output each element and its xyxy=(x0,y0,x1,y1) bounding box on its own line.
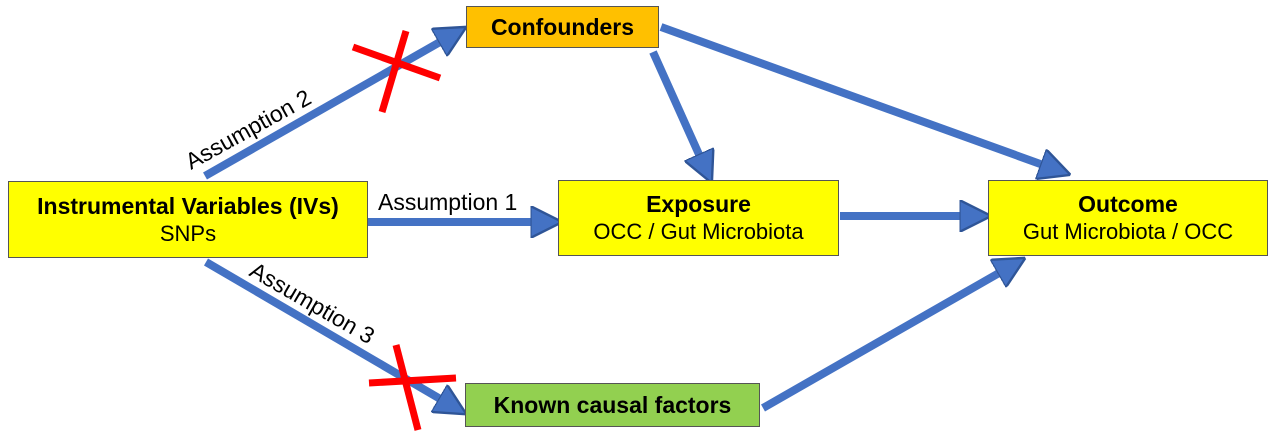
assumption-3-label: Assumption 3 xyxy=(246,257,380,349)
arrow-confounders-to-outcome xyxy=(659,23,1057,170)
node-instrumental-variables: Instrumental Variables (IVs) SNPs xyxy=(8,181,368,258)
node-exposure-subtitle: OCC / Gut Microbiota xyxy=(593,219,804,244)
node-outcome-subtitle: Gut Microbiota / OCC xyxy=(1022,219,1234,244)
violation-cross-assumption3 xyxy=(368,344,457,431)
assumption-2-label: Assumption 2 xyxy=(181,84,315,174)
arrow-confounders-to-exposure xyxy=(649,50,706,170)
node-outcome: Outcome Gut Microbiota / OCC xyxy=(988,180,1268,256)
node-confounders-title: Confounders xyxy=(490,14,635,40)
node-outcome-title: Outcome xyxy=(1078,191,1178,217)
node-known-causal-factors: Known causal factors xyxy=(465,383,760,427)
node-exposure-title: Exposure xyxy=(646,191,751,217)
arrow-iv-to-known xyxy=(203,258,454,407)
assumption-1-label: Assumption 1 xyxy=(378,189,517,215)
node-exposure: Exposure OCC / Gut Microbiota xyxy=(558,180,839,256)
violation-cross-assumption2 xyxy=(351,30,442,113)
arrow-known-to-outcome xyxy=(761,265,1013,412)
node-iv-subtitle: SNPs xyxy=(159,220,217,246)
node-iv-title: Instrumental Variables (IVs) xyxy=(37,192,339,219)
node-confounders: Confounders xyxy=(466,6,659,48)
arrow-iv-to-confounders xyxy=(203,34,454,180)
node-known-title: Known causal factors xyxy=(493,392,732,418)
